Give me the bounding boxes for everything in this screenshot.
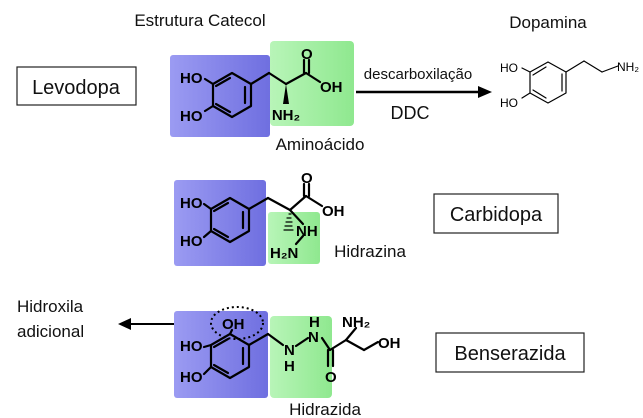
benserazide-extra-oh: OH <box>222 316 245 333</box>
decarboxylation-arrow-group: descarboxilação DDC <box>356 66 492 123</box>
carbidopa-carbonyl-o: O <box>301 170 313 187</box>
carbidopa-ho-bottom: HO <box>180 233 203 250</box>
carbidopa-molecule: HO HO O OH NH H₂N Hidrazina <box>174 170 406 266</box>
dopamine-molecule: HO HO NH₂ <box>500 60 639 110</box>
benserazide-nh2: NH₂ <box>342 314 370 331</box>
annotation-line2: adicional <box>17 322 84 341</box>
benserazide-nh-lower-h: H <box>284 358 295 375</box>
benserazide-nh-upper-h: H <box>309 314 320 331</box>
carbidopa-name: Carbidopa <box>450 204 543 226</box>
carbidopa-ho-top: HO <box>180 195 203 212</box>
levodopa-carbonyl-o: O <box>301 46 313 63</box>
benserazide-label-box <box>435 332 585 373</box>
carbidopa-hydrazine-label: Hidrazina <box>334 242 406 261</box>
levodopa-label-box <box>16 66 137 106</box>
benserazide-nh-lower-n: N <box>284 342 295 359</box>
additional-hydroxyl-circle <box>210 306 264 340</box>
benserazide-oh-end: OH <box>378 335 401 352</box>
benserazide-molecule: OH HO HO N H N H O NH₂ OH Hidrazida <box>174 306 401 418</box>
carbidopa-hydrazine-highlight <box>268 212 320 264</box>
levodopa-label-group: Levodopa <box>16 66 137 106</box>
carbidopa-h2n: H₂N <box>270 245 298 262</box>
benserazide-carbonyl-o: O <box>325 369 337 386</box>
dopamine-nh2: NH₂ <box>617 60 639 74</box>
levodopa-oh: OH <box>320 79 343 96</box>
levodopa-aminoacid-label: Aminoácido <box>276 135 365 154</box>
levodopa-catechol-highlight <box>170 55 270 137</box>
decarboxylation-label: descarboxilação <box>364 66 472 83</box>
carbidopa-label-group: Carbidopa <box>433 193 559 234</box>
dopamine-title: Dopamina <box>509 13 587 32</box>
annotation-arrow-head <box>118 318 131 330</box>
additional-hydroxyl-annotation: Hidroxila adicional <box>17 297 216 341</box>
benserazide-label-group: Benserazida <box>435 332 585 373</box>
benserazide-hydrazide-highlight <box>270 316 332 398</box>
levodopa-name: Levodopa <box>32 77 121 99</box>
levodopa-nh2: NH₂ <box>272 107 300 124</box>
benserazide-name: Benserazida <box>454 343 566 365</box>
carbidopa-nh: NH <box>296 223 318 240</box>
carbidopa-catechol-highlight <box>174 180 266 266</box>
ddc-label: DDC <box>391 103 430 123</box>
carbidopa-oh: OH <box>322 203 345 220</box>
annotation-line1: Hidroxila <box>17 297 84 316</box>
catechol-structure-title: Estrutura Catecol <box>134 11 265 30</box>
benserazide-catechol-highlight <box>174 311 268 398</box>
levodopa-ho-bottom: HO <box>180 108 203 125</box>
carbidopa-label-box <box>433 193 559 234</box>
benserazide-ho-bottom: HO <box>180 369 203 386</box>
levodopa-molecule: HO HO O OH NH₂ Aminoácido <box>170 41 364 154</box>
dopamine-ho-top: HO <box>500 61 518 75</box>
benserazide-ho-mid: HO <box>180 338 203 355</box>
levodopa-ho-top: HO <box>180 70 203 87</box>
benserazide-nh-upper-n: N <box>308 329 319 346</box>
levodopa-aminoacid-highlight <box>270 41 354 126</box>
decarboxylation-arrow-head <box>478 86 492 98</box>
dopamine-ho-bottom: HO <box>500 96 518 110</box>
benserazide-hydrazide-label: Hidrazida <box>289 400 361 418</box>
